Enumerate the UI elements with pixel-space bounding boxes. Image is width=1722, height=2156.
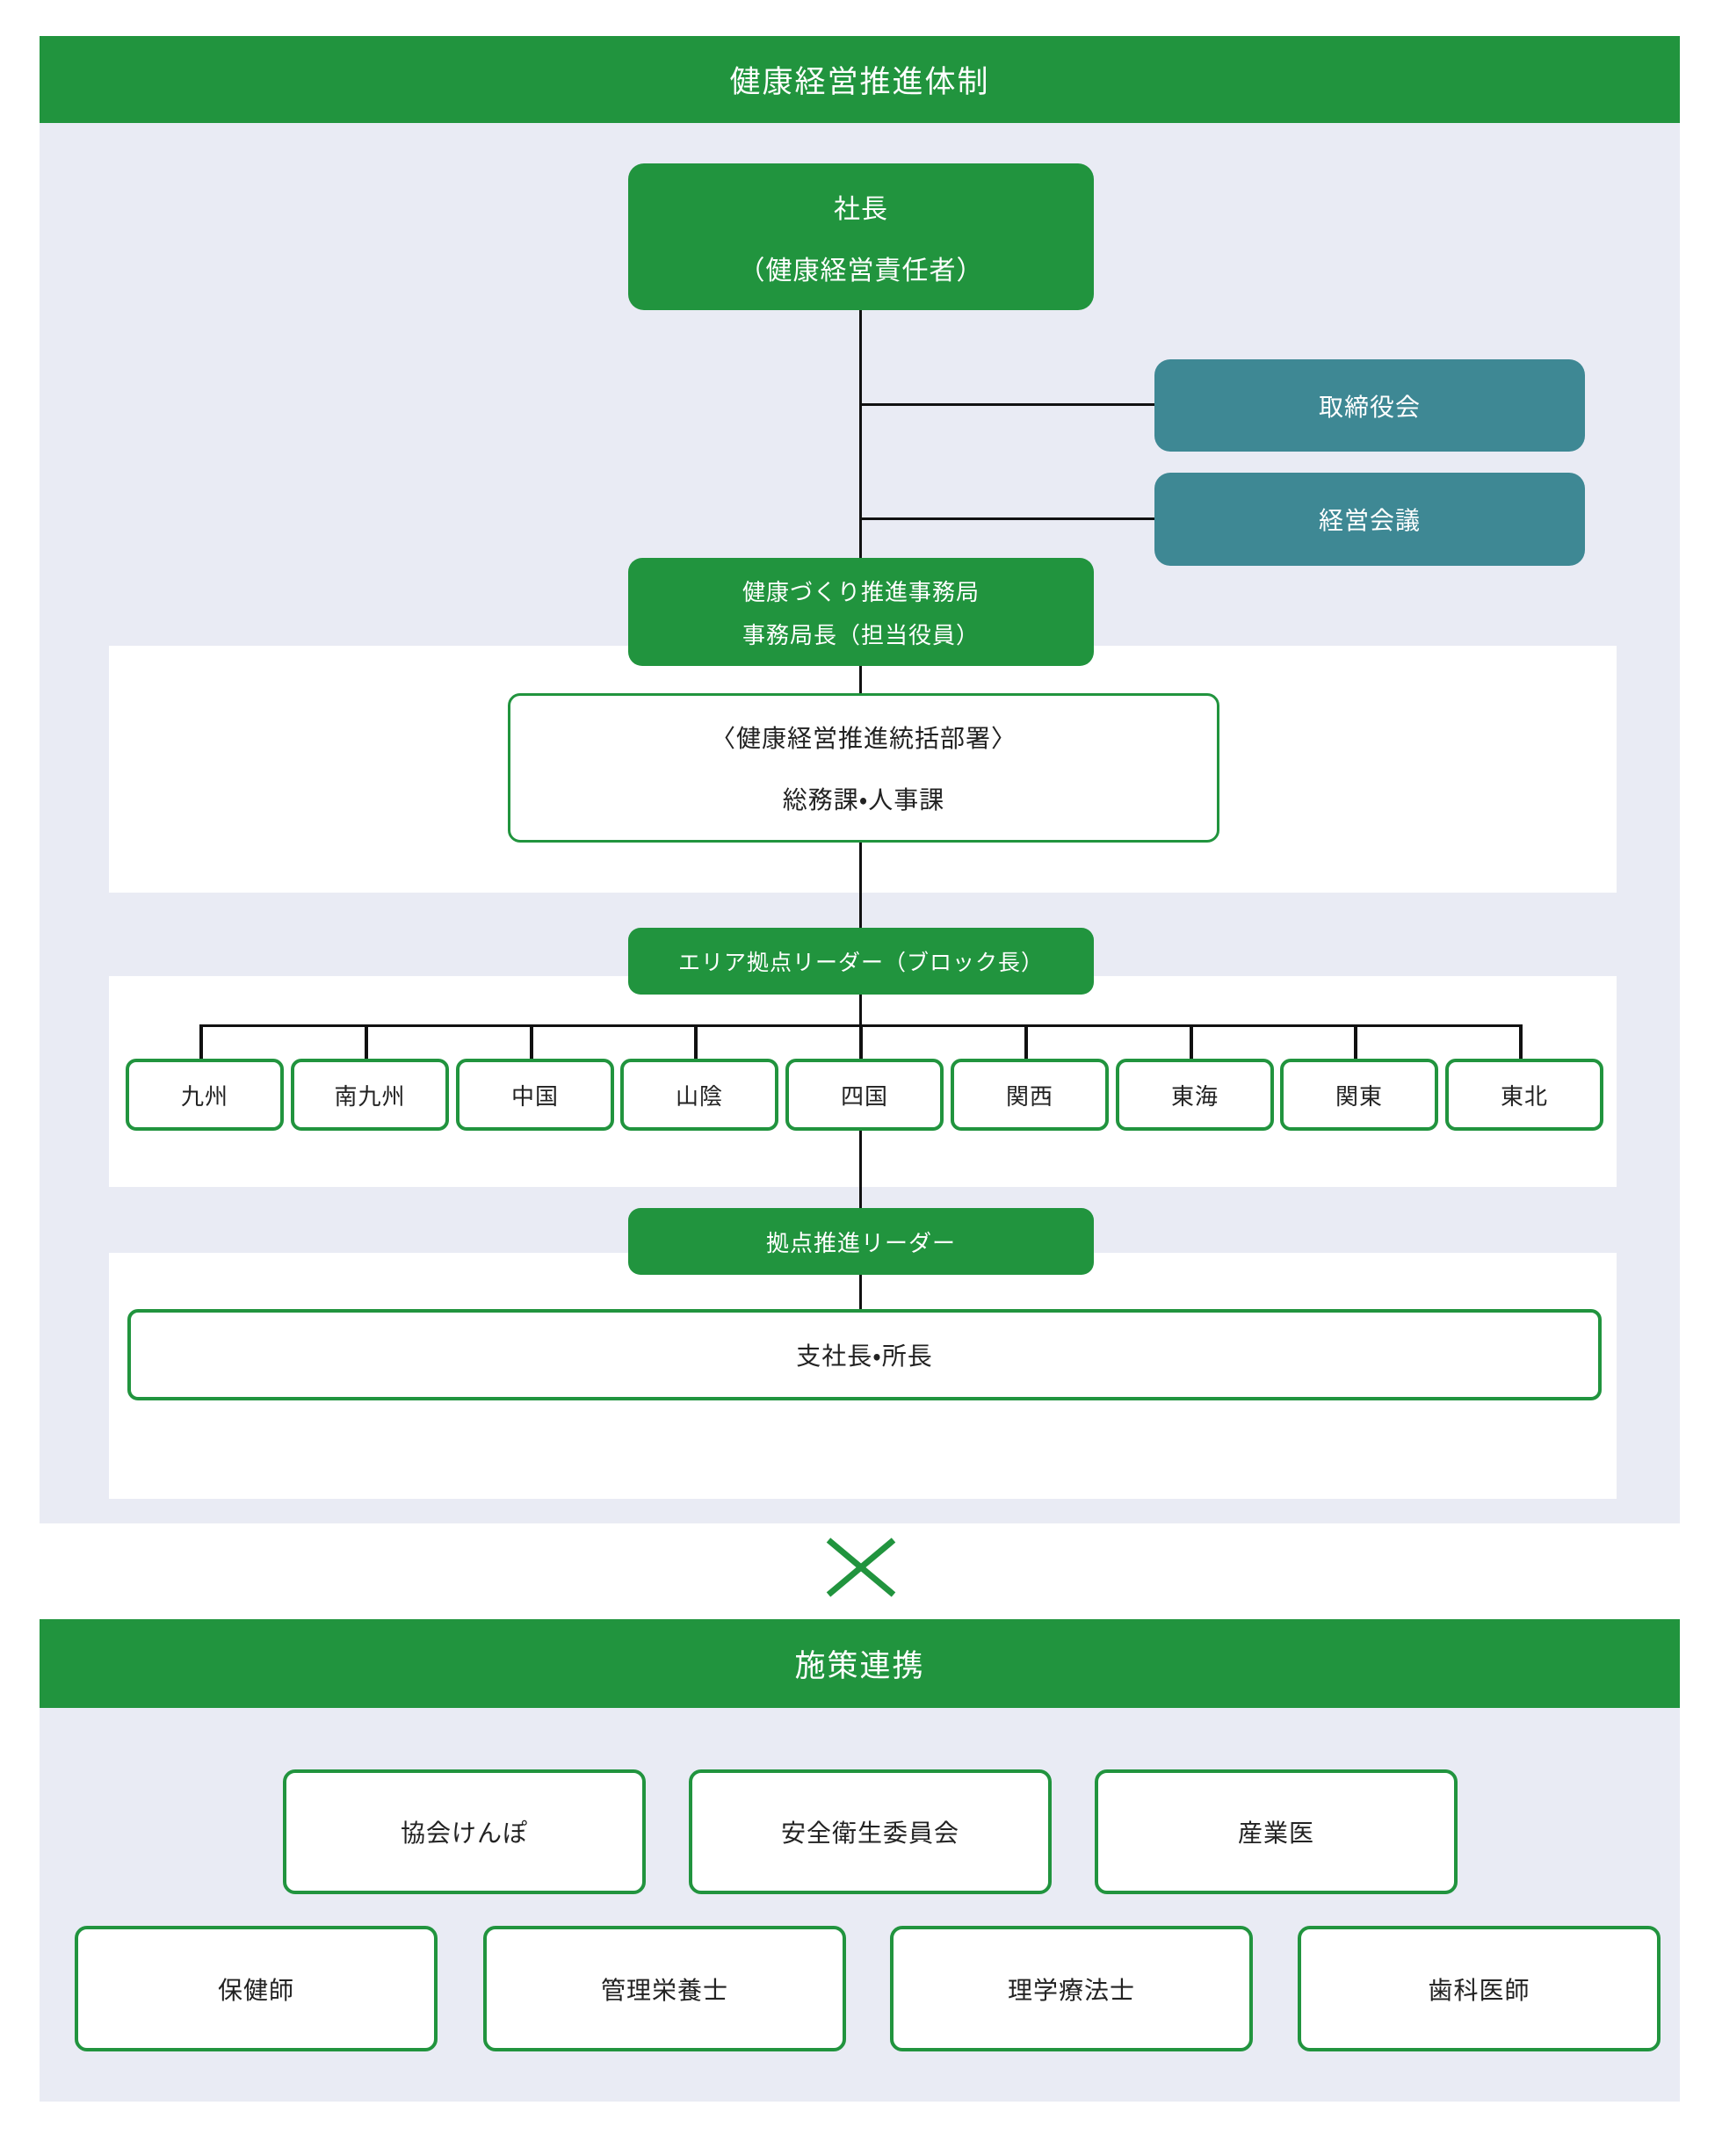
regions-site-leader-line xyxy=(859,1124,862,1208)
region-label: 中国 xyxy=(510,1082,559,1110)
control-area-leader-line xyxy=(859,837,862,928)
region-label: 関西 xyxy=(1005,1082,1053,1110)
branch-managers-label: 支社長・所長 xyxy=(796,1342,933,1370)
area-leader-drop-line xyxy=(859,995,862,1024)
partner-label: 保健師 xyxy=(217,1976,294,2004)
partner-box-dentist: 歯科医師 xyxy=(1298,1926,1660,2051)
collab-section-title: 施策連携 xyxy=(794,1649,925,1683)
president-secretariat-line xyxy=(859,310,862,558)
president-sublabel: （健康経営責任者） xyxy=(738,256,984,286)
partner-label: 産業医 xyxy=(1237,1820,1314,1847)
region-label: 山陰 xyxy=(675,1082,723,1110)
area-leader-bar: エリア拠点リーダー（ブロック長） xyxy=(628,928,1094,995)
branch-managers-box: 支社長・所長 xyxy=(127,1309,1602,1400)
region-drop-line xyxy=(1024,1024,1028,1059)
region-drop-line xyxy=(694,1024,698,1059)
board-label: 取締役会 xyxy=(1318,393,1421,421)
region-drop-line xyxy=(199,1024,203,1059)
region-box-tokai: 東海 xyxy=(1116,1059,1274,1131)
top-section-title: 健康経営推進体制 xyxy=(729,65,990,99)
partner-box-safety-health-committee: 安全衛生委員会 xyxy=(689,1769,1052,1894)
region-drop-line xyxy=(859,1024,863,1059)
secretariat-box: 健康づくり推進事務局 事務局長（担当役員） xyxy=(628,558,1094,666)
region-box-tohoku: 東北 xyxy=(1445,1059,1603,1131)
region-label: 関東 xyxy=(1335,1082,1383,1110)
partner-label: 管理栄養士 xyxy=(600,1976,728,2004)
region-box-minami-kyushu: 南九州 xyxy=(291,1059,449,1131)
board-branch-line xyxy=(861,403,1154,406)
site-leader-bar: 拠点推進リーダー xyxy=(628,1208,1094,1275)
partner-box-registered-dietitian: 管理栄養士 xyxy=(483,1926,846,2051)
region-box-chugoku: 中国 xyxy=(456,1059,614,1131)
secretariat-control-line xyxy=(859,666,862,693)
secretariat-sublabel: 事務局長（担当役員） xyxy=(742,621,980,648)
control-dept-sublabel: 総務課・人事課 xyxy=(782,786,945,814)
partner-label: 安全衛生委員会 xyxy=(780,1820,959,1847)
region-label: 四国 xyxy=(840,1082,888,1110)
region-drop-line xyxy=(530,1024,533,1059)
area-leader-label: エリア拠点リーダー（ブロック長） xyxy=(677,951,1044,975)
region-label: 東北 xyxy=(1500,1082,1548,1110)
region-box-shikoku: 四国 xyxy=(785,1059,944,1131)
partner-box-public-health-nurse: 保健師 xyxy=(75,1926,438,2051)
president-box: 社長 （健康経営責任者） xyxy=(628,163,1094,310)
partner-label: 歯科医師 xyxy=(1428,1976,1530,2004)
collab-section-title-banner: 施策連携 xyxy=(40,1619,1680,1708)
region-label: 東海 xyxy=(1170,1082,1219,1110)
region-box-sanin: 山陰 xyxy=(620,1059,778,1131)
region-box-kyushu: 九州 xyxy=(126,1059,284,1131)
top-section-title-banner: 健康経営推進体制 xyxy=(40,36,1680,123)
region-drop-line xyxy=(365,1024,368,1059)
region-box-kanto: 関東 xyxy=(1280,1059,1438,1131)
board-box: 取締役会 xyxy=(1154,359,1585,452)
secretariat-label: 健康づくり推進事務局 xyxy=(742,578,980,605)
exec-meeting-label: 経営会議 xyxy=(1318,507,1421,534)
region-label: 九州 xyxy=(180,1082,228,1110)
region-drop-line xyxy=(1519,1024,1523,1059)
control-dept-label: 〈健康経営推進統括部署〉 xyxy=(710,725,1017,752)
region-label: 南九州 xyxy=(334,1082,406,1110)
region-drop-line xyxy=(1190,1024,1193,1059)
partner-box-physical-therapist: 理学療法士 xyxy=(890,1926,1253,2051)
cross-icon xyxy=(826,1537,896,1597)
exec-meeting-branch-line xyxy=(861,517,1154,520)
site-leader-branch-managers-line xyxy=(859,1275,862,1309)
president-label: 社長 xyxy=(834,194,888,224)
partner-label: 協会けんぽ xyxy=(400,1820,528,1847)
site-leader-label: 拠点推進リーダー xyxy=(765,1229,956,1256)
region-box-kansai: 関西 xyxy=(951,1059,1109,1131)
partner-box-kyokai-kenpo: 協会けんぽ xyxy=(283,1769,646,1894)
exec-meeting-box: 経営会議 xyxy=(1154,473,1585,566)
control-dept-box: 〈健康経営推進統括部署〉 総務課・人事課 xyxy=(508,693,1219,843)
region-drop-line xyxy=(1354,1024,1357,1059)
partner-label: 理学療法士 xyxy=(1007,1976,1135,2004)
partner-box-occupational-physician: 産業医 xyxy=(1095,1769,1458,1894)
